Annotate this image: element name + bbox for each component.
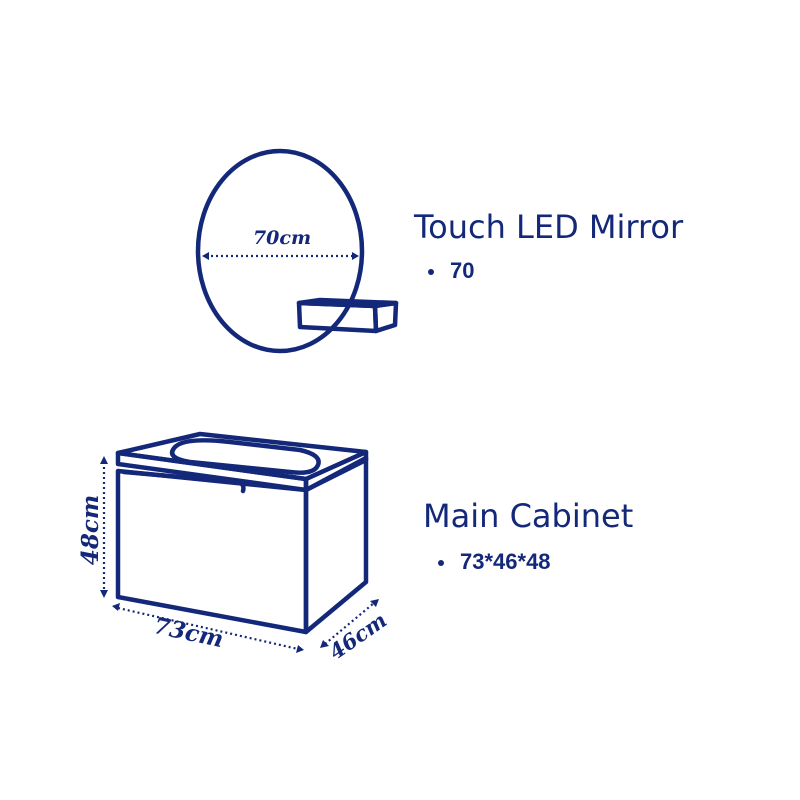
depth-arrow (324, 602, 375, 645)
cabinet-front (115, 468, 309, 635)
depth-label: 46cm (324, 607, 391, 664)
bullet-icon (438, 560, 444, 567)
touch-switch-box (296, 297, 399, 334)
cabinet-title: Main Cabinet (423, 497, 634, 535)
mirror-spec-value: 70 (450, 258, 475, 283)
width-label: 73cm (151, 612, 225, 653)
drawer-handle (121, 469, 246, 494)
cabinet-illustration: 48cm 73cm 46cm (77, 431, 391, 665)
round-mirror (195, 148, 365, 354)
width-arrow (117, 606, 299, 651)
bullet-icon (428, 269, 434, 276)
mirror-title: Touch LED Mirror (414, 208, 684, 246)
mirror-width-label: 70cm (253, 227, 311, 249)
height-label: 48cm (77, 495, 104, 565)
cabinet-spec: 73*46*48 (438, 549, 551, 575)
basin (169, 438, 321, 475)
mirror-spec: 70 (428, 258, 474, 284)
cabinet-spec-value: 73*46*48 (460, 549, 551, 574)
mirror-illustration: 70cm (195, 148, 399, 354)
